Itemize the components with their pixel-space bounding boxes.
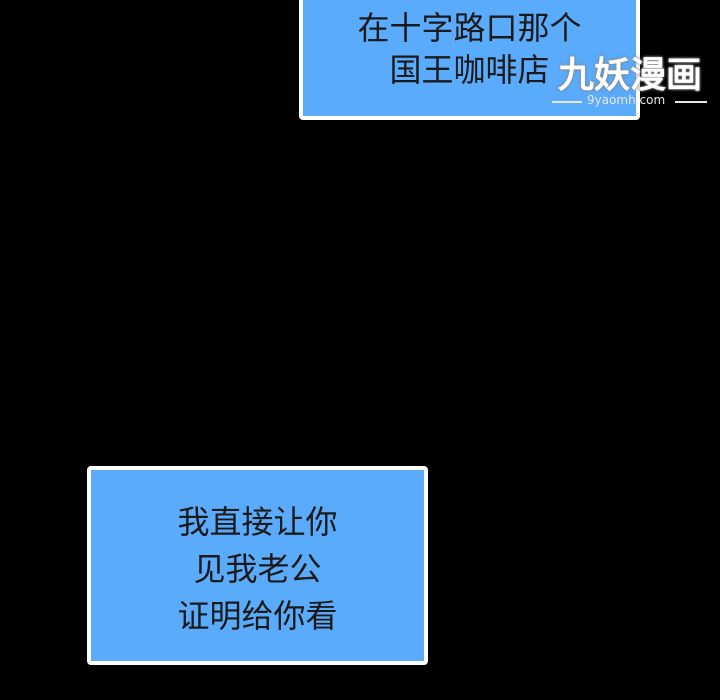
watermark-divider [675, 101, 707, 103]
bubble-text-line: 证明给你看 [177, 597, 338, 635]
watermark-divider [552, 101, 582, 103]
speech-bubble-top: 在十字路口那个 国王咖啡店 [299, 0, 640, 120]
speech-bubble-bottom: 我直接让你 见我老公 证明给你看 [87, 466, 428, 665]
bubble-text-line: 我直接让你 [177, 503, 338, 541]
bubble-text-line: 在十字路口那个 [357, 9, 582, 47]
bubble-text-line: 见我老公 [193, 550, 322, 588]
watermark: 九妖漫画 9yaomh.com [552, 46, 712, 116]
bubble-text-line: 国王咖啡店 [389, 51, 550, 89]
watermark-url: 9yaomh.com [587, 93, 666, 107]
watermark-brand: 九妖漫画 [558, 54, 703, 96]
